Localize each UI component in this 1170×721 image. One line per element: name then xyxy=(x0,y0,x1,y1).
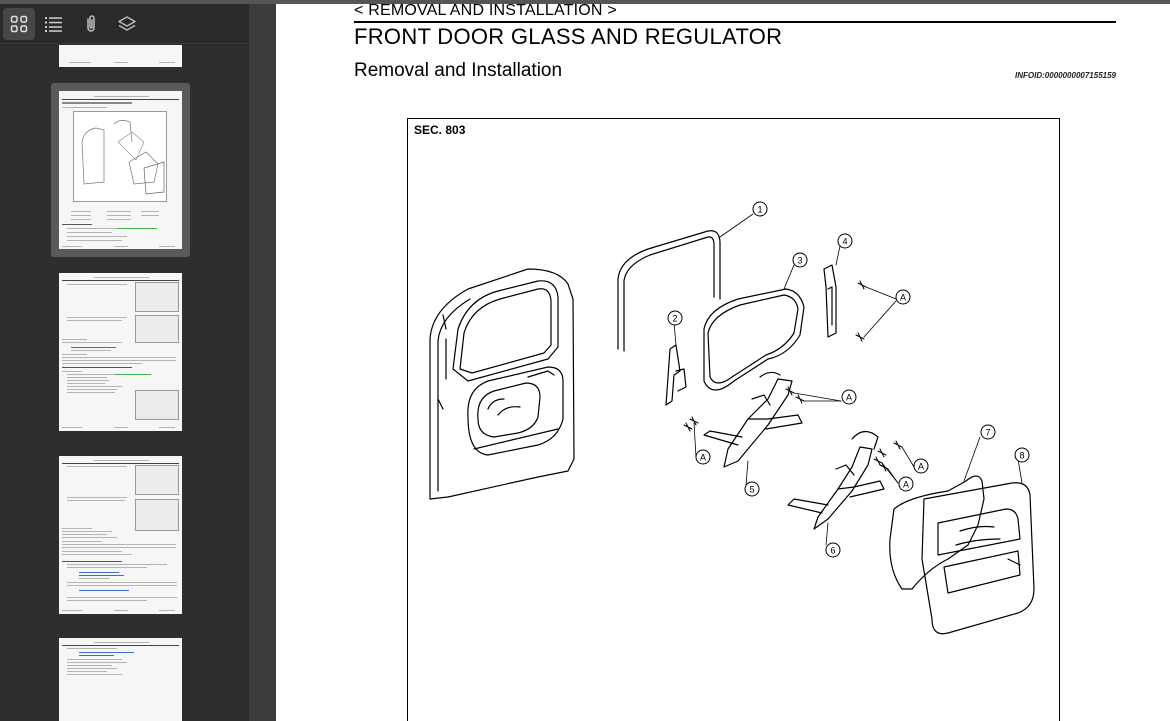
callout-a: A xyxy=(841,389,857,405)
sidebar xyxy=(0,4,249,721)
breadcrumb: < REMOVAL AND INSTALLATION > xyxy=(354,4,617,19)
layers-icon xyxy=(118,16,136,31)
page-thumbnail-current[interactable] xyxy=(59,91,182,249)
section-label: SEC. 803 xyxy=(414,123,466,137)
callout-2: 2 xyxy=(667,310,683,326)
page-thumbnail[interactable] xyxy=(59,273,182,431)
page-thumbnail[interactable] xyxy=(59,45,182,67)
page-title: FRONT DOOR GLASS AND REGULATOR xyxy=(354,24,783,49)
glass-bracket xyxy=(665,344,687,406)
callout-7: 7 xyxy=(980,424,996,440)
list-icon xyxy=(45,17,62,32)
svg-text:3: 3 xyxy=(797,256,802,266)
outline-button[interactable] xyxy=(38,8,70,40)
page-thumbnail[interactable] xyxy=(59,456,182,614)
svg-text:6: 6 xyxy=(830,546,835,556)
exploded-diagram: SEC. 803 xyxy=(407,118,1060,721)
paperclip-icon xyxy=(87,15,95,32)
svg-text:A: A xyxy=(846,393,852,403)
glass-run-channel xyxy=(617,230,721,352)
document-page: < REMOVAL AND INSTALLATION > FRONT DOOR … xyxy=(276,4,1170,721)
callout-a: A xyxy=(895,289,911,305)
thumbnails-button[interactable] xyxy=(3,8,35,40)
svg-text:A: A xyxy=(918,462,924,472)
grid-icon xyxy=(10,15,28,33)
sidebar-gap xyxy=(249,4,276,721)
svg-text:4: 4 xyxy=(842,237,847,247)
svg-text:7: 7 xyxy=(985,428,990,438)
header-rule xyxy=(354,21,1116,23)
thumbnail-list xyxy=(0,45,249,721)
section-subtitle: Removal and Installation xyxy=(354,60,563,81)
info-id: INFOID:0000000007155159 xyxy=(1015,71,1116,80)
rear-sash-bracket xyxy=(823,264,837,338)
svg-text:1: 1 xyxy=(757,205,762,215)
callout-4: 4 xyxy=(837,233,853,249)
layers-button[interactable] xyxy=(111,8,143,40)
sealing-screen xyxy=(889,475,985,590)
svg-text:5: 5 xyxy=(749,485,754,495)
callout-6: 6 xyxy=(825,542,841,558)
callout-1: 1 xyxy=(752,201,768,217)
door-panel xyxy=(429,268,575,500)
callout-a: A xyxy=(898,476,914,492)
callout-8: 8 xyxy=(1014,447,1030,463)
sidebar-toolbar xyxy=(0,4,249,44)
callout-5: 5 xyxy=(744,481,760,497)
attachments-button[interactable] xyxy=(75,8,107,40)
svg-text:8: 8 xyxy=(1019,451,1024,461)
svg-text:A: A xyxy=(700,453,706,463)
svg-text:A: A xyxy=(903,480,909,490)
svg-text:2: 2 xyxy=(672,314,677,324)
window-regulator xyxy=(703,371,803,468)
callout-a: A xyxy=(913,458,929,474)
callout-3: 3 xyxy=(792,252,808,268)
callout-a: A xyxy=(695,449,711,465)
page-thumbnail[interactable] xyxy=(59,638,182,721)
door-finisher xyxy=(921,482,1035,635)
window-regulator-assembly xyxy=(787,430,885,530)
top-border xyxy=(0,0,1170,4)
svg-text:A: A xyxy=(900,293,906,303)
door-glass xyxy=(703,288,805,391)
